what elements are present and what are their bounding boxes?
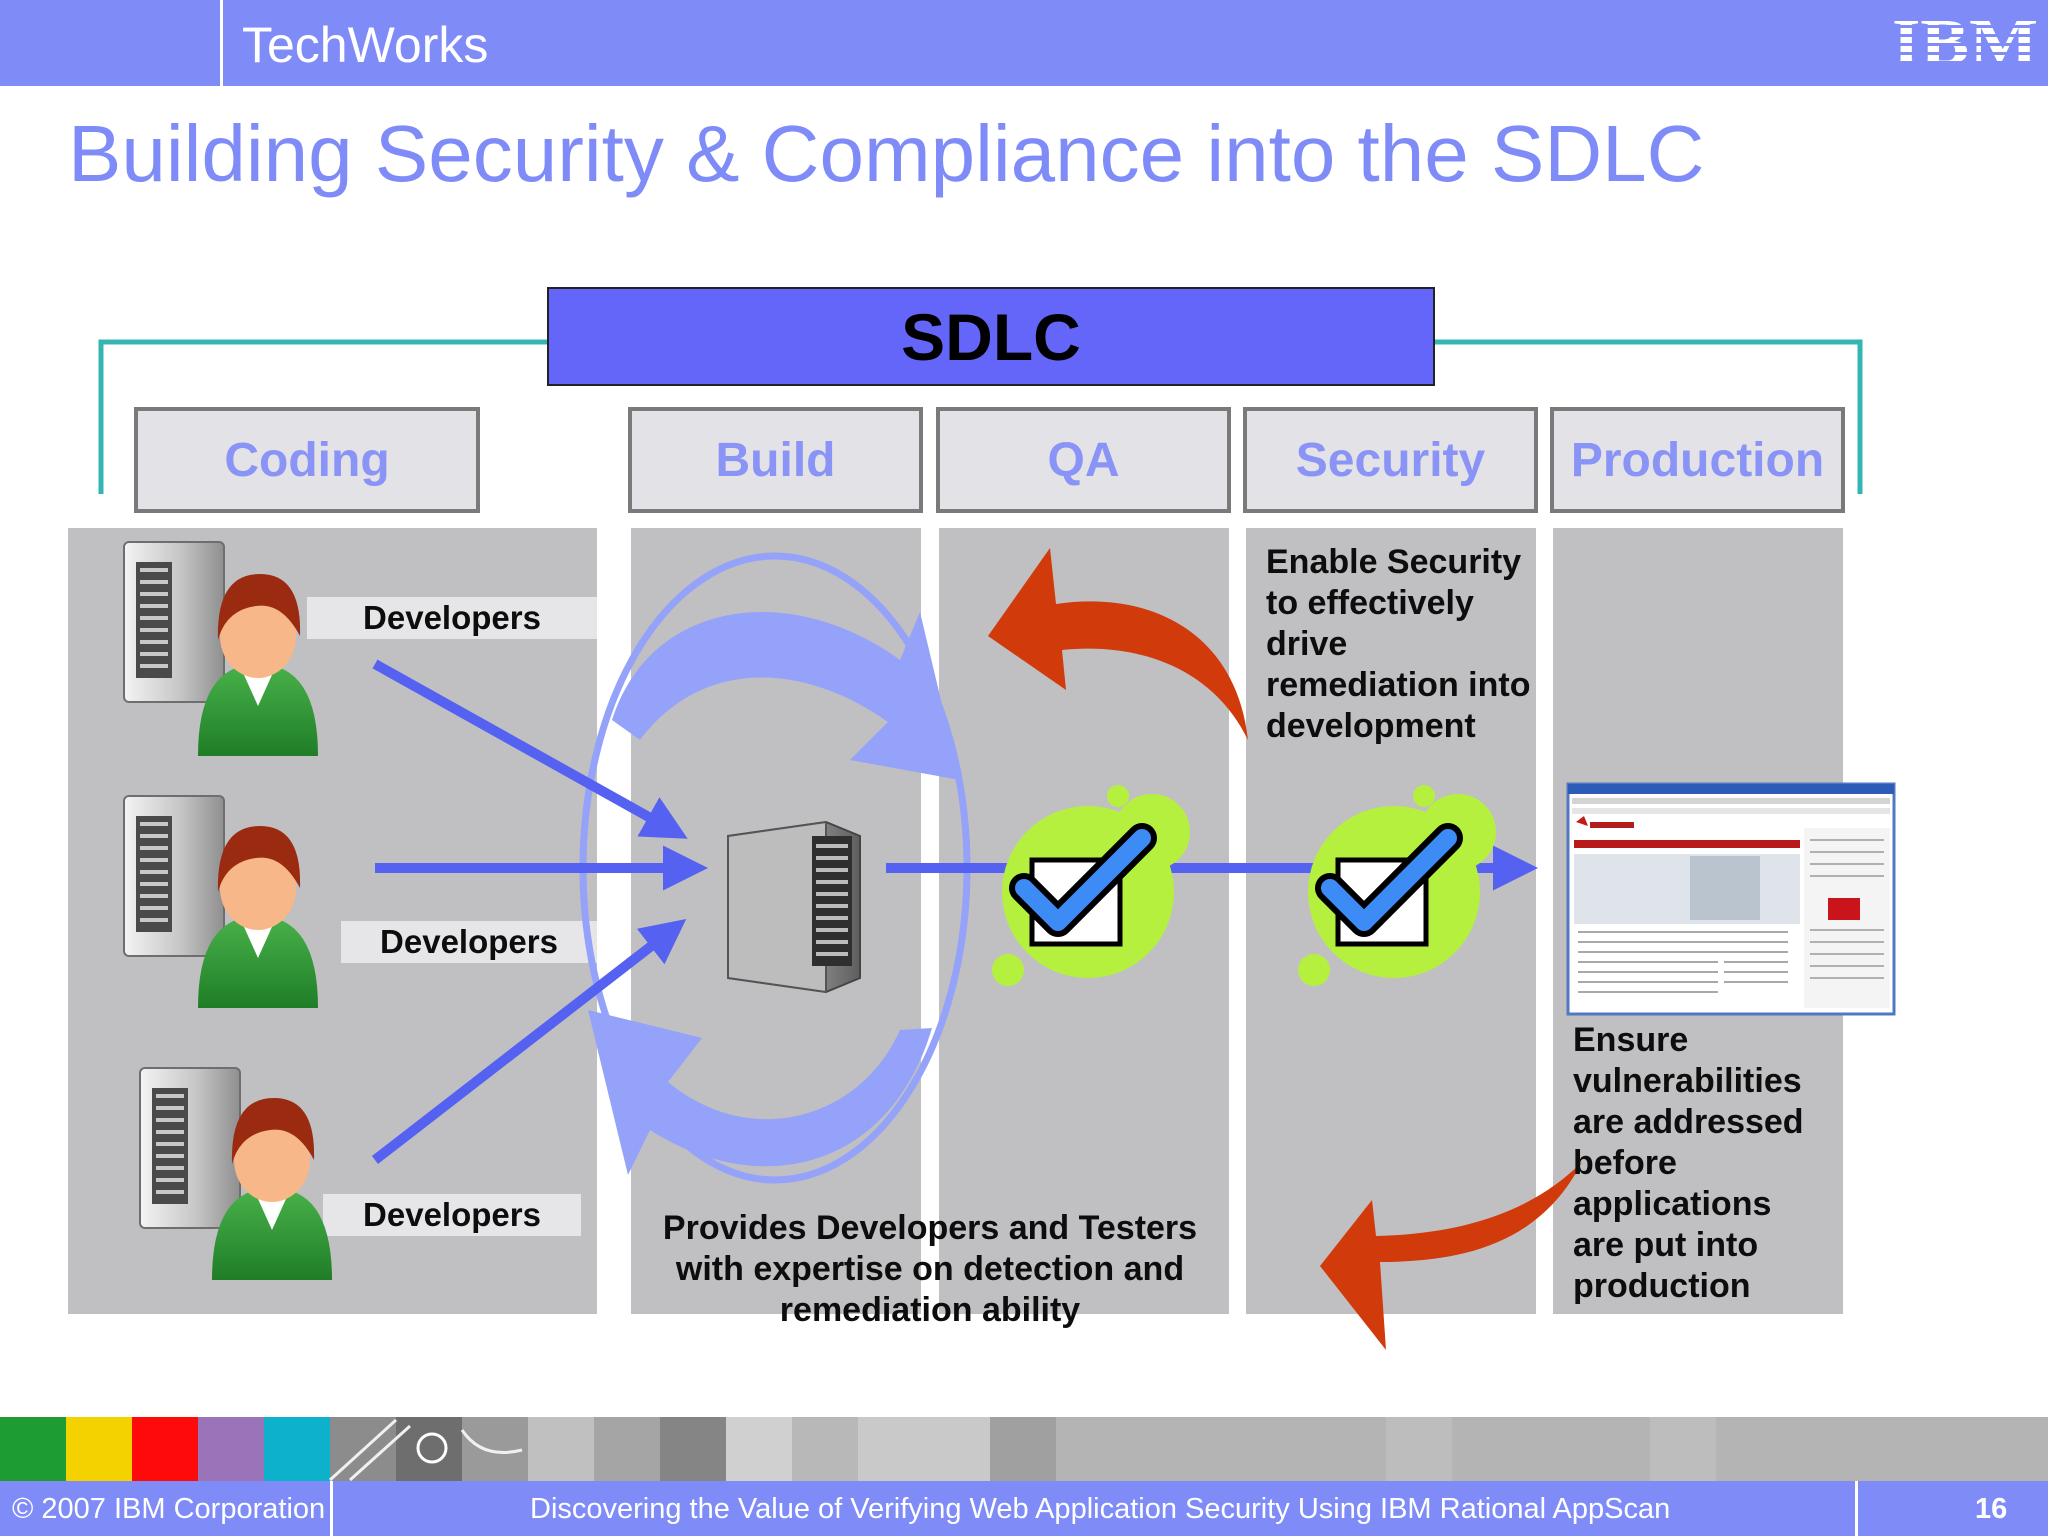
cycle-arrow-bottom xyxy=(588,1010,932,1175)
feedback-arrow-production-to-build xyxy=(1320,1162,1582,1350)
feedback-arrow-security-to-qa xyxy=(988,548,1248,740)
footer-image-strip xyxy=(0,1417,2048,1482)
header-divider xyxy=(220,0,223,86)
web-app-screenshot-thumbnail xyxy=(1566,782,1896,1016)
top-bar: TechWorks IBM xyxy=(0,0,2048,86)
developer-icon-1 xyxy=(123,541,318,756)
phase-label-build: Build xyxy=(715,433,836,487)
brand-name: TechWorks xyxy=(242,17,489,73)
build-note: Provides Developers and Testers with exp… xyxy=(662,1209,1198,1329)
build-server-icon xyxy=(727,820,861,994)
flow-arrow-dev3 xyxy=(371,918,687,1164)
developer-label-bg-1 xyxy=(307,597,597,639)
page-number: 16 xyxy=(1975,1493,2008,1525)
sdlc-label: SDLC xyxy=(901,299,1081,374)
footer-copyright: © 2007 IBM Corporation xyxy=(12,1493,326,1525)
production-note: Ensure vulnerabilities are addressed bef… xyxy=(1573,1021,1804,1305)
phase-box-security xyxy=(1243,407,1538,513)
phase-label-qa: QA xyxy=(1047,433,1120,487)
developer-label-bg-3 xyxy=(323,1194,581,1236)
developer-label-3: Developers xyxy=(363,1196,541,1233)
phase-box-production xyxy=(1550,407,1845,513)
developer-label-1: Developers xyxy=(363,599,541,636)
developer-icon-2 xyxy=(123,795,318,1008)
cycle-arrow-top xyxy=(612,612,960,780)
footer-divider-2 xyxy=(1855,1481,1858,1536)
ibm-logo-text: IBM xyxy=(1892,10,2038,70)
phase-label-production: Production xyxy=(1570,433,1825,487)
ibm-logo-icon: IBM xyxy=(1892,10,2038,70)
developer-label-bg-2 xyxy=(341,921,597,963)
qa-check-icon xyxy=(992,785,1190,986)
slide-title: Building Security & Compliance into the … xyxy=(68,109,1705,198)
security-note: Enable Security to effectively drive rem… xyxy=(1266,543,1531,745)
developer-icon-3 xyxy=(139,1067,332,1280)
sdlc-box xyxy=(547,287,1435,386)
phase-box-coding xyxy=(134,407,480,513)
footer-divider-1 xyxy=(330,1481,333,1536)
phase-label-coding: Coding xyxy=(224,433,390,487)
phase-box-build xyxy=(628,407,923,513)
developer-label-2: Developers xyxy=(380,923,558,960)
security-check-icon xyxy=(1298,785,1496,986)
footer-caption: Discovering the Value of Verifying Web A… xyxy=(530,1493,1671,1525)
phase-box-qa xyxy=(936,407,1231,513)
phase-label-security: Security xyxy=(1295,433,1486,487)
footer-bar: © 2007 IBM Corporation Discovering the V… xyxy=(0,1481,2048,1536)
flow-arrow-dev1 xyxy=(372,659,688,839)
